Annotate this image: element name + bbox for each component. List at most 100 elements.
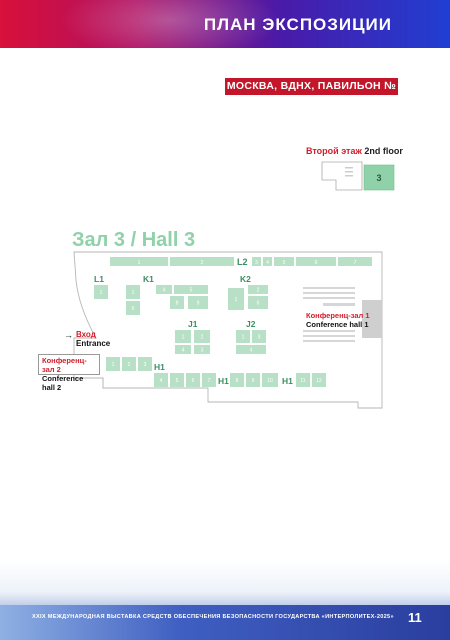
booth-h1-7[interactable]: 7 — [202, 373, 216, 387]
zone-label-l2: L2 — [237, 257, 248, 267]
svg-text:5: 5 — [190, 288, 193, 294]
booth-j1-3[interactable]: 3 — [194, 345, 210, 354]
conference-hall-1-ru: Конференц-зал 1 — [306, 311, 370, 320]
svg-text:4: 4 — [182, 348, 185, 354]
svg-text:11: 11 — [300, 378, 305, 384]
booth-h1-2[interactable]: 2 — [122, 357, 136, 371]
arrow-right-icon: → — [64, 330, 73, 340]
svg-text:4: 4 — [163, 288, 166, 294]
conference-hall-2-en: Conference hall 2 — [42, 374, 84, 392]
booth-j1-4[interactable]: 4 — [175, 345, 191, 354]
second-floor-room-number: 3 — [376, 173, 381, 183]
conference-hall-1-stage — [362, 300, 382, 338]
svg-text:8: 8 — [176, 301, 179, 307]
zone-label-k1: K1 — [143, 274, 154, 284]
booth-k2-6[interactable]: 6 — [248, 296, 268, 309]
svg-text:3: 3 — [144, 362, 147, 368]
svg-text:1: 1 — [138, 260, 141, 266]
svg-text:1: 1 — [100, 290, 103, 296]
booth-h1-6[interactable]: 6 — [186, 373, 200, 387]
booth-h1-1[interactable]: 1 — [106, 357, 120, 371]
svg-text:4: 4 — [266, 260, 269, 266]
svg-text:7: 7 — [354, 260, 357, 266]
footer-bar — [0, 605, 450, 640]
conference-hall-1-label: Конференц-зал 1 Conference hall 1 — [306, 311, 370, 329]
zone-label-j1: J1 — [188, 319, 198, 329]
hall-title: Зал 3 / Hall 3 — [72, 229, 196, 251]
booth-k2-2[interactable]: 2 — [248, 285, 268, 294]
booth-j2-3[interactable]: 3 — [252, 330, 266, 343]
booth-l2-6[interactable]: 6 — [296, 257, 336, 266]
svg-text:3: 3 — [201, 348, 204, 354]
zone-label-h1-left: H1 — [154, 362, 165, 372]
booth-h1-8[interactable]: 8 — [230, 373, 244, 387]
zone-label-l1: L1 — [94, 274, 104, 284]
booth-j1-2[interactable]: 2 — [194, 330, 210, 343]
booth-h1-4[interactable]: 4 — [154, 373, 168, 387]
conference-hall-1-en: Conference hall 1 — [306, 320, 369, 329]
svg-text:3: 3 — [258, 335, 261, 341]
svg-text:8: 8 — [236, 378, 239, 384]
location-badge: МОСКВА, ВДНХ, ПАВИЛЬОН № 57 — [225, 78, 398, 109]
zone-label-h1-right: H1 — [282, 376, 293, 386]
entrance-label-en: Entrance — [76, 339, 111, 348]
svg-text:5: 5 — [283, 260, 286, 266]
svg-text:1: 1 — [132, 290, 135, 296]
conference-hall-1-seating — [303, 287, 382, 342]
booth-k1-9[interactable]: 9 — [188, 296, 208, 309]
booth-l1-1[interactable]: 1 — [94, 285, 108, 299]
entrance-label-ru: Вход — [76, 330, 96, 339]
booth-l2-2[interactable]: 2 — [170, 257, 234, 266]
booth-l2-5[interactable]: 5 — [274, 257, 294, 266]
svg-text:1: 1 — [242, 335, 245, 341]
page-header: ПЛАН ЭКСПОЗИЦИИ — [0, 0, 450, 48]
svg-text:10: 10 — [267, 378, 273, 384]
svg-text:6: 6 — [192, 378, 195, 384]
booth-l2-3[interactable]: 3 — [252, 257, 261, 266]
svg-text:9: 9 — [197, 301, 200, 307]
hall-outline — [73, 251, 383, 409]
booth-l2-1[interactable]: 1 — [110, 257, 168, 266]
booth-k1-1[interactable]: 1 — [126, 285, 140, 299]
booth-k1-4[interactable]: 4 — [156, 285, 172, 294]
svg-text:2: 2 — [201, 335, 204, 341]
booth-h1-9[interactable]: 9 — [246, 373, 260, 387]
booth-j1-1[interactable]: 1 — [175, 330, 191, 343]
svg-text:2: 2 — [201, 260, 204, 266]
entrance-label: → Вход Entrance — [64, 330, 110, 348]
svg-text:4: 4 — [160, 378, 163, 384]
svg-text:1: 1 — [235, 297, 238, 303]
svg-text:1: 1 — [182, 335, 185, 341]
footer-text: XXIX МЕЖДУНАРОДНАЯ ВЫСТАВКА СРЕДСТВ ОБЕС… — [32, 614, 394, 620]
booth-k1-5[interactable]: 5 — [174, 285, 208, 294]
second-floor-map: 3 — [321, 161, 395, 191]
page-number: 11 — [408, 610, 422, 625]
svg-text:1: 1 — [112, 362, 115, 368]
booth-k1-8[interactable]: 8 — [170, 296, 184, 309]
svg-text:2: 2 — [257, 288, 260, 294]
booth-h1-12[interactable]: 12 — [312, 373, 326, 387]
svg-text:6: 6 — [315, 260, 318, 266]
svg-text:2: 2 — [128, 362, 131, 368]
second-floor-room — [363, 164, 395, 191]
svg-text:6: 6 — [132, 306, 135, 312]
zone-label-h1-mid: H1 — [218, 376, 229, 386]
booth-k2-1[interactable]: 1 — [228, 288, 244, 310]
booth-h1-5[interactable]: 5 — [170, 373, 184, 387]
booth-j2-4[interactable]: 4 — [236, 345, 266, 354]
svg-text:12: 12 — [316, 378, 322, 384]
floor-label-ru: Второй этаж — [306, 146, 362, 156]
booth-h1-10[interactable]: 10 — [262, 373, 278, 387]
page-title: ПЛАН ЭКСПОЗИЦИИ — [203, 15, 392, 34]
zone-label-j2: J2 — [246, 319, 256, 329]
booth-l2-4[interactable]: 4 — [263, 257, 272, 266]
svg-text:7: 7 — [208, 378, 211, 384]
booth-h1-3[interactable]: 3 — [138, 357, 152, 371]
header-glow — [60, 0, 280, 48]
booth-k1-6[interactable]: 6 — [126, 301, 140, 315]
booth-j2-1[interactable]: 1 — [236, 330, 250, 343]
booth-h1-11[interactable]: 11 — [296, 373, 310, 387]
floor-label: Второй этаж 2nd floor — [306, 146, 403, 156]
booth-l2-7[interactable]: 7 — [338, 257, 372, 266]
